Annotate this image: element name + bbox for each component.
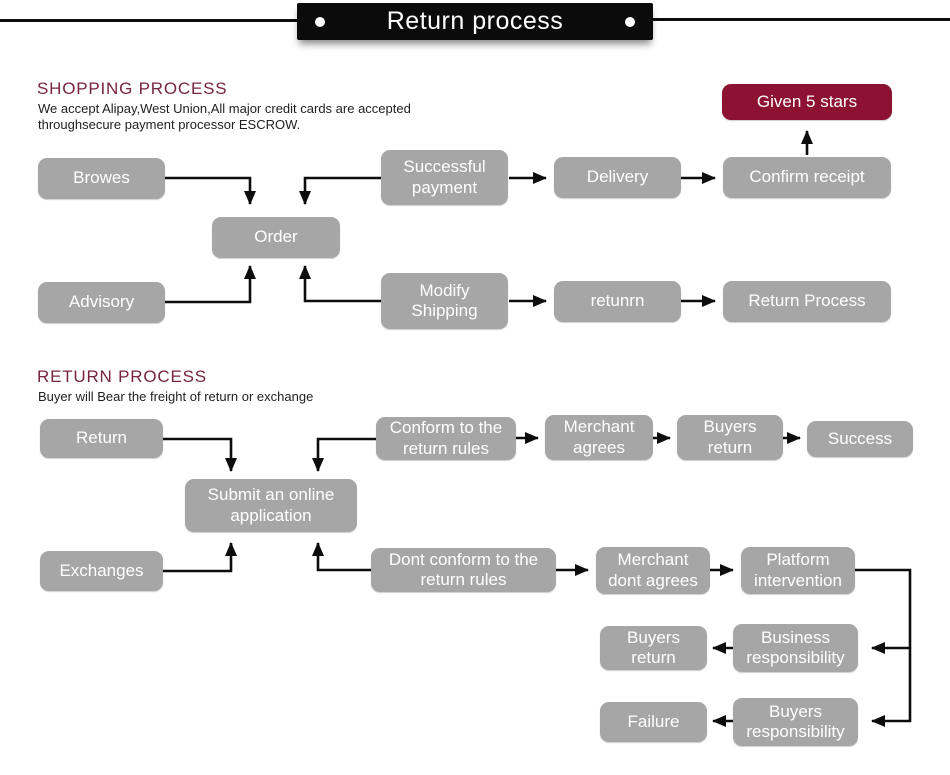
flow-node-confirm-receipt: Confirm receipt (723, 157, 891, 198)
return-process-subtitle: Buyer will Bear the freight of return or… (38, 389, 313, 405)
edge-platform-buyers-responsibility (855, 568, 912, 727)
flow-node-delivery: Delivery (554, 157, 681, 198)
edge-successful-payment-order (299, 176, 381, 205)
edge-advisory-order (165, 265, 256, 304)
right-dot-icon (625, 16, 635, 27)
flow-node-browes: Browes (38, 158, 165, 199)
left-dot-icon (315, 16, 325, 27)
shopping-process-subtitle: We accept Alipay,West Union,All major cr… (38, 101, 411, 133)
shopping-subtitle-line2: throughsecure payment processor ESCROW. (38, 117, 301, 132)
flow-node-return-process: Return Process (723, 281, 891, 322)
edge-return-submit (163, 437, 237, 472)
flow-node-platform-intervention: Platform intervention (741, 547, 855, 594)
title-banner: Return process (297, 3, 653, 40)
flow-node-return: Return (40, 419, 163, 458)
flow-node-advisory: Advisory (38, 282, 165, 323)
flow-node-retunrn: retunrn (554, 281, 681, 322)
flow-node-merchant-dont-agrees: Merchant dont agrees (596, 547, 710, 594)
flow-node-exchanges: Exchanges (40, 551, 163, 591)
edge-dont-conform-submit (312, 542, 371, 572)
left-rule-line (0, 19, 297, 22)
flow-node-failure: Failure (600, 702, 707, 742)
edge-modify-shipping-order (299, 265, 381, 303)
edge-conform-submit (312, 437, 376, 472)
flow-node-buyers-return-bottom: Buyers return (600, 626, 707, 670)
return-subtitle-line1: Buyer will Bear the freight of return or… (38, 389, 314, 404)
flow-node-success: Success (807, 421, 913, 457)
flow-node-buyers-return-top: Buyers return (677, 415, 783, 460)
flow-node-conform-to-rules: Conform to the return rules (376, 417, 516, 460)
flow-node-dont-conform-to-rules: Dont conform to the return rules (371, 548, 556, 592)
flow-node-order: Order (212, 217, 340, 258)
flow-node-modify-shipping: Modify Shipping (381, 273, 508, 329)
flow-node-merchant-agrees: Merchant agrees (545, 415, 653, 460)
edge-browes-order (165, 176, 256, 205)
flow-node-successful-payment: Successful payment (381, 150, 508, 205)
edge-exchanges-submit (163, 542, 237, 573)
flow-node-buyers-responsibility: Buyers responsibility (733, 698, 858, 746)
return-process-heading: RETURN PROCESS (37, 367, 207, 386)
flow-node-given-5-stars: Given 5 stars (722, 84, 892, 120)
flow-node-submit-application: Submit an online application (185, 479, 357, 532)
right-rule-line (653, 18, 950, 21)
shopping-process-heading: SHOPPING PROCESS (37, 79, 228, 98)
flow-node-business-responsibility: Business responsibility (733, 624, 858, 672)
shopping-subtitle-line1: We accept Alipay,West Union,All major cr… (38, 101, 411, 116)
page-title: Return process (386, 7, 564, 35)
